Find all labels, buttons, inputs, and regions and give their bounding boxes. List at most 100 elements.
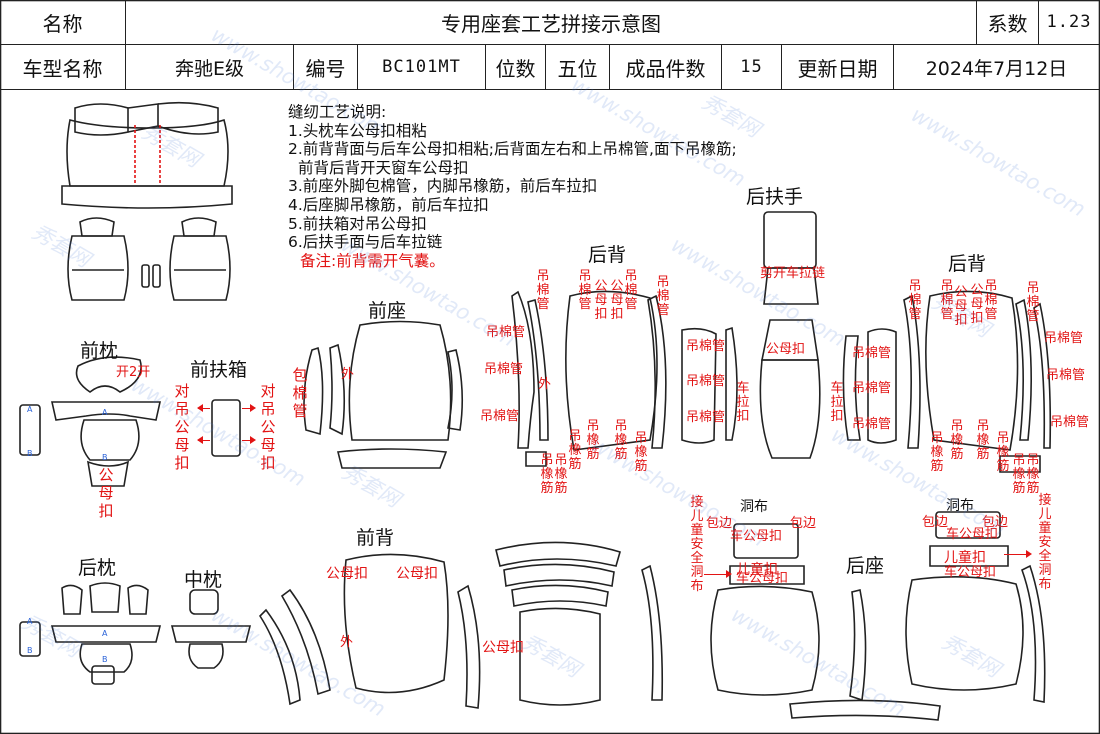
annot-hang-tube: 吊棉管 <box>1044 331 1084 346</box>
label-rear-back-1: 后背 <box>588 244 627 266</box>
seats-value: 五位 <box>546 45 610 90</box>
rear-armrest-pieces <box>759 211 821 459</box>
pieces-label: 成品件数 <box>610 45 722 90</box>
arrow-left <box>197 404 210 412</box>
annot-hang-rubber: 吊橡筋 <box>586 419 600 462</box>
label-rear-seat: 后座 <box>846 555 885 577</box>
marker-b: B <box>27 449 33 458</box>
annot-male-female: 公母扣 <box>482 640 524 656</box>
arrow-left <box>197 436 210 444</box>
note-line: 1.头枕车公母扣相粘 <box>288 121 427 140</box>
seats-label: 位数 <box>486 45 546 90</box>
annot-hang-tube: 吊棉管 <box>984 279 998 322</box>
annot-hang-tube: 吊棉管 <box>624 269 638 312</box>
annot-hang-tube: 吊棉管 <box>1046 368 1086 383</box>
annot-hang-tube: 吊棉管 <box>908 279 922 322</box>
marker-a: A <box>102 629 108 638</box>
annot-hang-rubber: 吊橡筋 <box>996 431 1010 474</box>
arrow-right <box>242 436 256 444</box>
rear-headrest-pieces <box>19 582 162 685</box>
annot-male-female: 公母扣 <box>396 566 438 582</box>
annot-male-female-2: 车公母扣 <box>944 565 997 580</box>
label-front-armbox: 前扶箱 <box>190 359 248 381</box>
annot-hang-rubber: 吊橡筋 <box>540 453 554 496</box>
annot-hang-rubber: 吊橡筋 <box>568 429 582 472</box>
label-hole-cloth: 洞布 <box>740 499 768 515</box>
annot-child-buckle: 儿童扣 <box>736 562 778 578</box>
marker-a: A <box>102 408 108 417</box>
note-line: 2.前背背面与后车公母扣相粘;后背面左右和上吊棉管,面下吊橡筋; <box>288 140 737 159</box>
annot-hang-rubber: 吊橡筋 <box>1026 453 1040 496</box>
note-line: 6.后扶手面与后车拉链 <box>288 233 443 252</box>
label-mid-headrest: 中枕 <box>184 569 223 591</box>
annot-child-seat-left: 接儿童安全洞布 <box>690 495 704 594</box>
annot-wrap-edge: 包边 <box>706 516 733 531</box>
annot-male-female: 公母扣 <box>766 342 806 357</box>
code-label: 编号 <box>294 45 358 90</box>
annot-outer: 外 <box>341 367 355 382</box>
note-line: 前背后背开天窗车公母扣 <box>298 158 469 177</box>
note-line: 3.前座外脚包棉管，内脚吊橡筋，前后车拉扣 <box>288 177 598 196</box>
code-value: BC101MT <box>358 45 486 90</box>
annot-hang-rubber: 吊橡筋 <box>1012 453 1026 496</box>
coef-label: 系数 <box>977 0 1039 45</box>
mid-headrest-pieces <box>170 589 252 669</box>
annot-hang-tube: 吊棉管 <box>686 410 726 425</box>
annot-hang-tube: 吊棉管 <box>536 269 550 312</box>
annot-male-female: 公母扣 <box>98 466 114 520</box>
annot-pair-hang-left: 对吊公母扣 <box>174 382 190 472</box>
model-label: 车型名称 <box>0 45 126 90</box>
annot-outer: 外 <box>538 377 552 392</box>
pieces-value: 15 <box>722 45 782 90</box>
annot-hang-tube: 吊棉管 <box>686 339 726 354</box>
annot-hang-tube: 吊棉管 <box>484 362 524 377</box>
annot-hang-rubber: 吊橡筋 <box>976 419 990 462</box>
rear-back-pieces-1 <box>511 290 738 467</box>
annot-pull-buckle: 车拉扣 <box>830 381 844 424</box>
annot-male-female-2: 车公母扣 <box>946 527 999 542</box>
note-line: 5.前扶箱对吊公母扣 <box>288 214 427 233</box>
annot-child-seat-right: 接儿童安全洞布 <box>1038 493 1052 592</box>
arrow-right <box>704 570 732 578</box>
label-front-seat: 前座 <box>368 300 407 322</box>
label-front-back: 前背 <box>356 527 395 549</box>
annot-hang-tube: 吊棉管 <box>686 374 726 389</box>
marker-b: B <box>102 453 108 462</box>
marker-b: B <box>27 646 33 655</box>
annot-hang-tube: 吊棉管 <box>486 325 526 340</box>
annot-wrap-edge: 包边 <box>982 515 1009 530</box>
front-back-pieces <box>258 541 621 709</box>
sheet-title: 专用座套工艺拼接示意图 <box>126 0 977 45</box>
annot-wrap-tube: 包棉管 <box>292 366 308 420</box>
marker-a: A <box>27 617 33 626</box>
label-rear-back-2: 后背 <box>948 253 987 275</box>
date-label: 更新日期 <box>782 45 894 90</box>
annot-hang-tube: 吊棉管 <box>852 381 892 396</box>
model-value: 奔驰E级 <box>126 45 294 90</box>
annot-hang-rubber: 吊橡筋 <box>950 419 964 462</box>
annot-male-female: 公母扣 <box>954 285 968 328</box>
annot-male-female: 公母扣 <box>970 283 984 326</box>
annot-pull-buckle: 车拉扣 <box>736 381 750 424</box>
label-hole-cloth: 洞布 <box>946 498 974 514</box>
note-line: 4.后座脚吊橡筋，前后车拉扣 <box>288 195 489 214</box>
annot-wrap-edge: 包边 <box>790 516 817 531</box>
label-rear-armrest: 后扶手 <box>746 186 804 208</box>
annot-hang-tube: 吊棉管 <box>940 279 954 322</box>
annot-hang-tube: 吊棉管 <box>852 417 892 432</box>
annot-hole-open: 开2开 <box>116 365 151 380</box>
annot-male-female: 公母扣 <box>610 279 624 322</box>
overview-rear-bench <box>61 101 233 209</box>
annot-outer: 外 <box>340 635 354 650</box>
front-armbox-pieces <box>211 399 241 457</box>
annot-hang-tube: 吊棉管 <box>1026 281 1040 324</box>
annot-hang-rubber: 吊橡筋 <box>614 419 628 462</box>
annot-hang-rubber: 吊橡筋 <box>554 453 568 496</box>
marker-a: A <box>27 405 33 414</box>
annot-male-female: 公母扣 <box>594 279 608 322</box>
note-remark: 备注:前背需开气囊。 <box>300 251 445 270</box>
annot-male-female-2: 车公母扣 <box>730 529 783 544</box>
name-label: 名称 <box>0 0 126 45</box>
arrow-right <box>242 404 256 412</box>
